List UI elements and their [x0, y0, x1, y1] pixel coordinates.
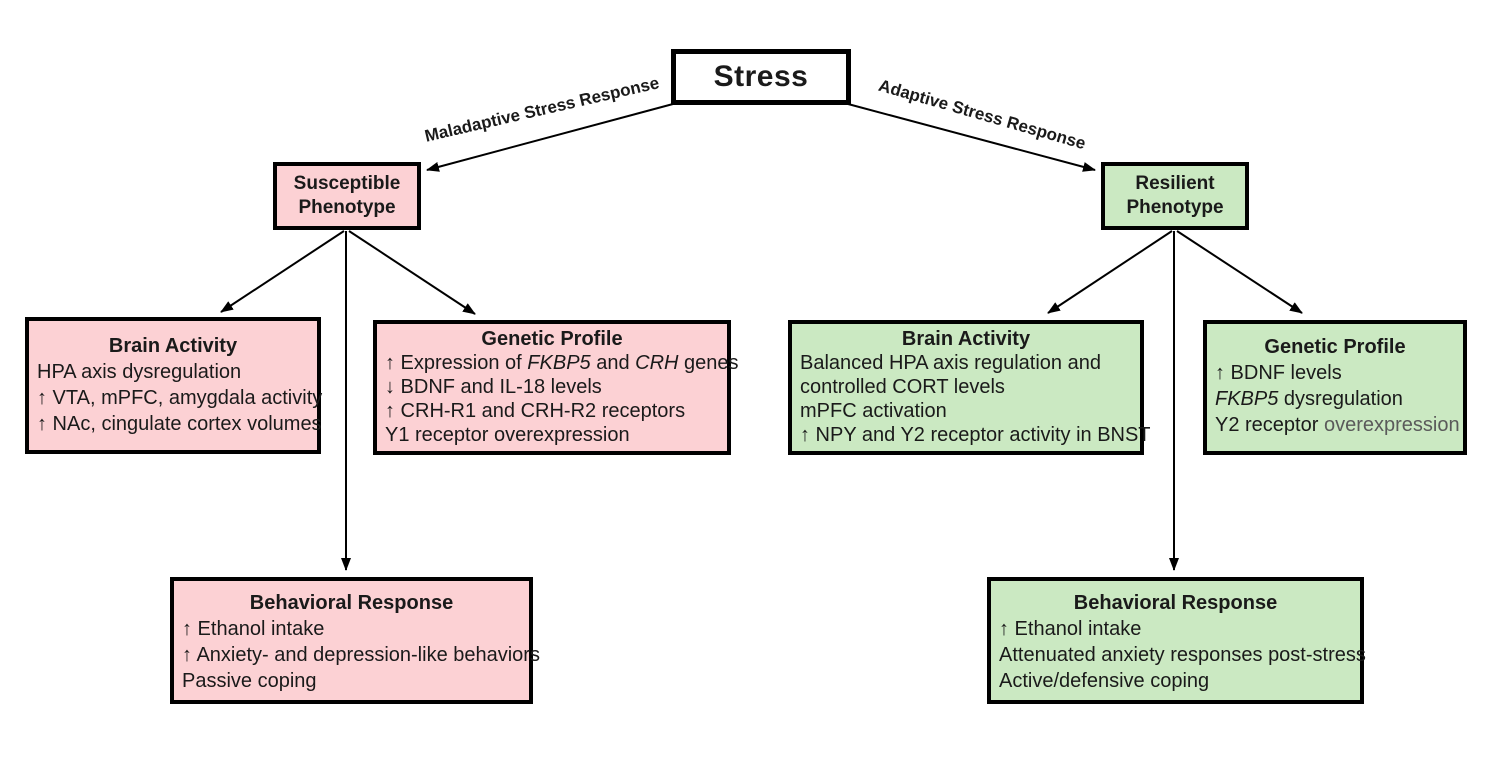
arrow-resilient-to-brain	[1047, 230, 1173, 314]
text-segment: genes	[678, 352, 739, 374]
resilient-brain-line: Balanced HPA axis regulation and	[800, 352, 1101, 374]
susceptible-behavior-line: ↑ Anxiety- and depression-like behaviors	[182, 644, 540, 666]
resilient-brain-line: mPFC activation	[800, 400, 947, 422]
arrow-resilient-to-genetic	[1176, 230, 1303, 314]
resilient-brain-line: controlled CORT levels	[800, 376, 1005, 398]
resilient-behavior-line: ↑ Ethanol intake	[999, 618, 1142, 640]
susceptible-brain-activity-box: Brain Activity HPA axis dysregulation ↑ …	[25, 317, 323, 454]
arrow-susceptible-to-brain	[220, 230, 345, 313]
resilient-behavior-title: Behavioral Response	[1073, 592, 1278, 614]
susceptible-phenotype-line2: Phenotype	[298, 197, 396, 218]
susceptible-genetic-line: ↑ Expression of FKBP5 and CRH genes	[385, 351, 739, 375]
resilient-brain-line: ↑ NPY and Y2 receptor activity in BNST	[800, 424, 1151, 446]
resilient-behavioral-response-box: Behavioral Response ↑ Ethanol intake Att…	[987, 577, 1366, 704]
susceptible-phenotype-line1: Susceptible	[293, 173, 401, 194]
resilient-genetic-line: FKBP5 dysregulation	[1215, 386, 1455, 412]
susceptible-brain-line: ↑ NAc, cingulate cortex volumes	[37, 413, 322, 435]
susceptible-genetic-line: ↓ BDNF and IL-18 levels	[385, 376, 602, 398]
text-segment: Y2 receptor	[1215, 414, 1324, 436]
resilient-behavior-line: Attenuated anxiety responses post-stress	[999, 644, 1366, 666]
susceptible-behavior-line: Passive coping	[182, 670, 317, 692]
edge-label-maladaptive: Maladaptive Stress Response	[422, 73, 661, 146]
susceptible-genetic-line: Y1 receptor overexpression	[385, 424, 630, 446]
resilient-brain-title: Brain Activity	[901, 328, 1031, 350]
resilient-phenotype-node: Resilient Phenotype	[1101, 162, 1249, 230]
arrow-susceptible-to-genetic	[348, 230, 476, 315]
susceptible-genetic-profile-box: Genetic Profile ↑ Expression of FKBP5 an…	[373, 320, 739, 455]
susceptible-brain-line: HPA axis dysregulation	[37, 361, 242, 383]
gene-name-crh: CRH	[635, 352, 679, 374]
text-segment: dysregulation	[1278, 388, 1403, 410]
susceptible-genetic-title: Genetic Profile	[481, 328, 623, 350]
resilient-phenotype-line2: Phenotype	[1126, 197, 1224, 218]
gene-name-fkbp5: FKBP5	[527, 352, 591, 374]
stress-root-label: Stress	[713, 60, 809, 93]
susceptible-behavioral-response-box: Behavioral Response ↑ Ethanol intake ↑ A…	[170, 577, 540, 704]
resilient-genetic-line: ↑ BDNF levels	[1215, 362, 1342, 384]
resilient-genetic-profile-box: Genetic Profile ↑ BDNF levels FKBP5 dysr…	[1203, 320, 1467, 455]
edge-label-adaptive: Adaptive Stress Response	[876, 75, 1088, 154]
gene-name-fkbp5: FKBP5	[1215, 388, 1279, 410]
resilient-brain-activity-box: Brain Activity Balanced HPA axis regulat…	[788, 320, 1151, 455]
susceptible-behavior-line: ↑ Ethanol intake	[182, 618, 325, 640]
muted-text-overexpression: overexpression	[1323, 414, 1460, 436]
resilient-genetic-line: Y2 receptor overexpression	[1215, 412, 1460, 438]
stress-root-node: Stress	[671, 49, 851, 105]
text-segment: and	[590, 352, 636, 374]
susceptible-phenotype-node: Susceptible Phenotype	[273, 162, 421, 230]
text-segment: ↑ Expression of	[385, 352, 528, 374]
susceptible-brain-title: Brain Activity	[108, 335, 238, 357]
resilient-genetic-title: Genetic Profile	[1264, 336, 1406, 358]
susceptible-behavior-title: Behavioral Response	[249, 592, 454, 614]
susceptible-brain-line: ↑ VTA, mPFC, amygdala activity	[37, 387, 323, 409]
resilient-phenotype-line1: Resilient	[1135, 173, 1215, 194]
resilient-behavior-line: Active/defensive coping	[999, 670, 1210, 692]
susceptible-genetic-line: ↑ CRH-R1 and CRH-R2 receptors	[385, 400, 686, 422]
